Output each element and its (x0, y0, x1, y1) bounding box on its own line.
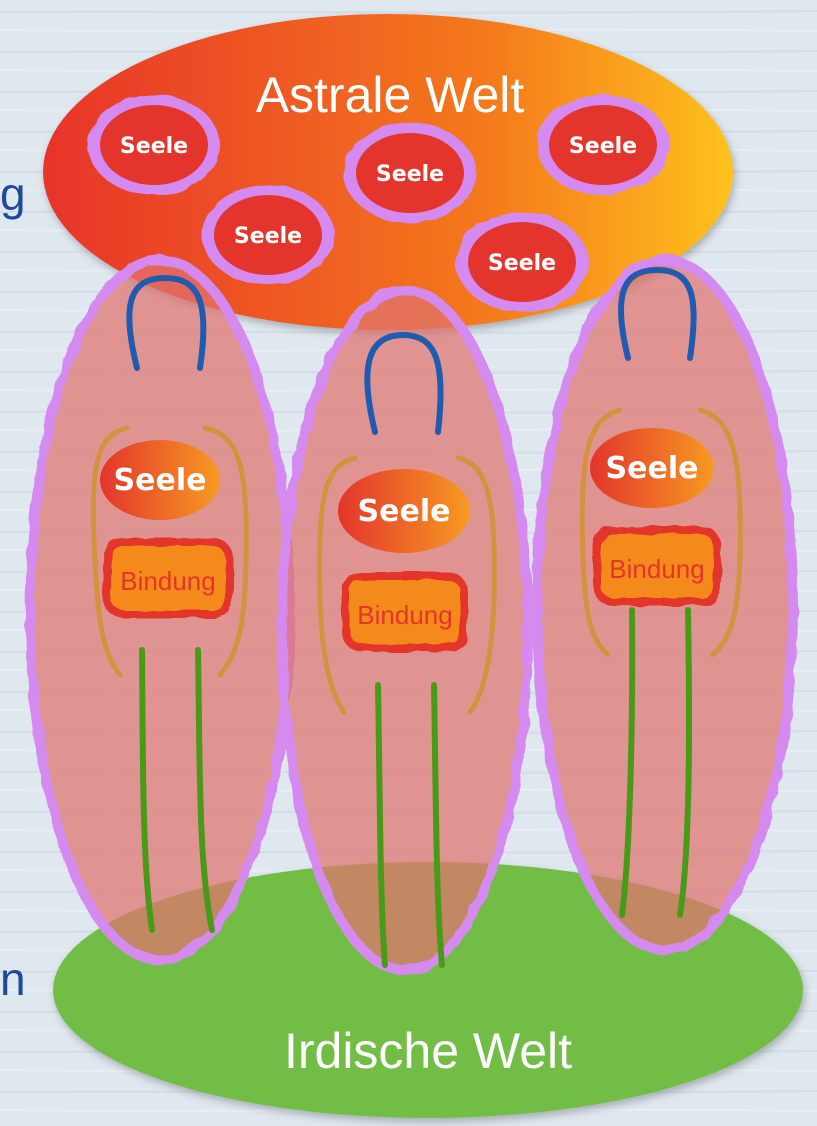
floating-soul-label: Seele (120, 134, 188, 159)
edge-fragment-top: g (0, 168, 26, 220)
figure-2: Seele Bindung (282, 290, 528, 970)
figure-3: Seele Bindung (537, 260, 793, 950)
floating-soul-4: Seele (202, 185, 334, 285)
soul-label: Seele (606, 451, 699, 486)
floating-soul-label: Seele (234, 224, 302, 249)
floating-soul-label: Seele (376, 162, 444, 187)
soul-label: Seele (114, 463, 207, 498)
floating-soul-2: Seele (344, 123, 476, 223)
edge-fragment-bottom: n (0, 953, 26, 1005)
soul-label: Seele (358, 494, 451, 529)
bond-label: Bindung (609, 554, 704, 584)
floating-soul-5: Seele (456, 212, 588, 312)
floating-soul-label: Seele (488, 251, 556, 276)
floating-soul-label: Seele (569, 134, 637, 159)
floating-soul-3: Seele (537, 95, 669, 195)
bond-label: Bindung (120, 566, 215, 596)
astral-world-label: Astrale Welt (256, 67, 525, 123)
floating-soul-1: Seele (88, 95, 220, 195)
figure-1: Seele Bindung (30, 260, 290, 960)
bond-label: Bindung (357, 600, 452, 630)
earthly-world-label: Irdische Welt (284, 1023, 572, 1079)
